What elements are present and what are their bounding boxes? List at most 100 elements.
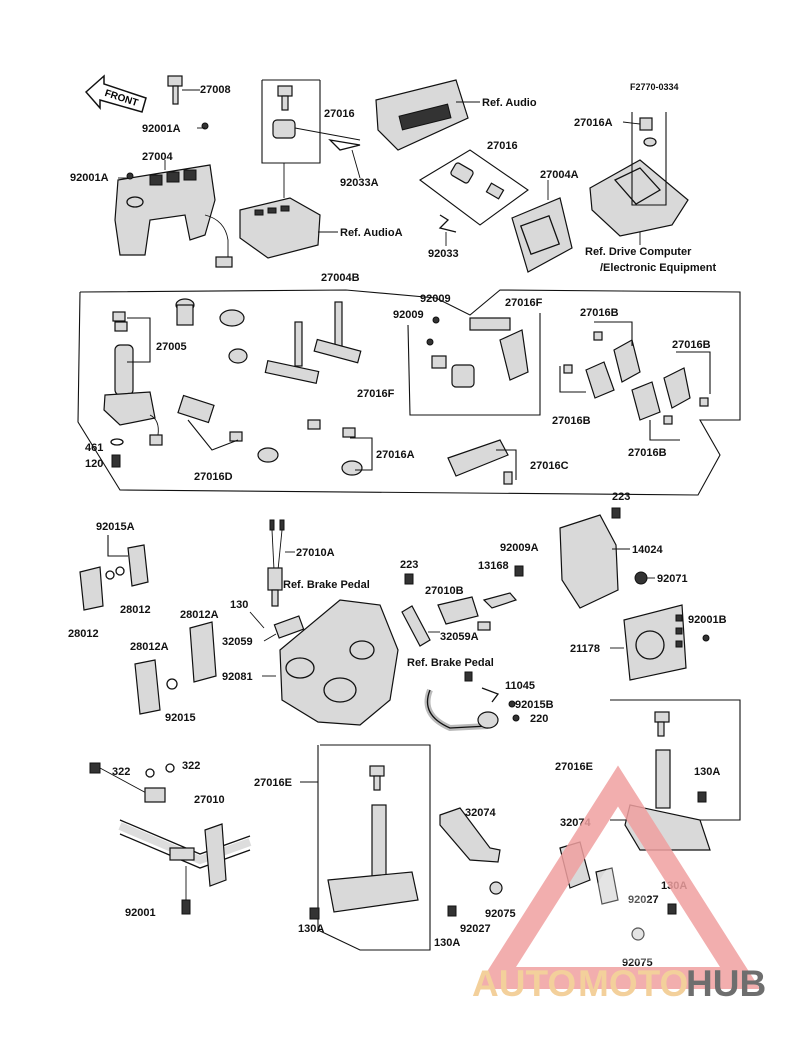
- label-27010A: 27010A: [296, 547, 335, 559]
- label-28012-1: 28012: [120, 604, 151, 616]
- label-461: 461: [85, 442, 103, 454]
- label-120: 120: [85, 458, 103, 470]
- label-92027-1: 92027: [460, 923, 491, 935]
- meter-panel-21178: [610, 604, 710, 681]
- screw-92001A: [201, 122, 209, 130]
- lock-set-27016F: [407, 313, 541, 416]
- label-27005: 27005: [156, 341, 187, 353]
- front-arrow-icon: FRONT: [84, 74, 147, 113]
- label-92075-2: 92075: [622, 957, 653, 969]
- label-ref-brake-2: Ref. Brake Pedal: [407, 657, 494, 669]
- label-27016B-4: 27016B: [628, 447, 667, 459]
- label-28012A-2: 28012A: [130, 641, 169, 653]
- label-27016F-1: 27016F: [505, 297, 543, 309]
- switch-27010-on-frame: [89, 762, 252, 915]
- label-32074-1: 32074: [465, 807, 496, 819]
- label-92001B: 92001B: [688, 614, 727, 626]
- label-ref-brake-1: Ref. Brake Pedal: [283, 579, 370, 591]
- washer-461: [110, 438, 124, 446]
- bracket-13168: [482, 565, 524, 609]
- watermark-moto: MOTO: [578, 963, 688, 1004]
- label-92027-2: 92027: [628, 894, 659, 906]
- console-drive-computer: [589, 112, 689, 245]
- switch-27016C: [447, 439, 517, 485]
- label-27016B-2: 27016B: [672, 339, 711, 351]
- label-27004: 27004: [142, 151, 173, 163]
- switch-covers-28012: [79, 535, 149, 611]
- lock-set-27016-2: [419, 149, 529, 233]
- label-92075-1: 92075: [485, 908, 516, 920]
- label-92001: 92001: [125, 907, 156, 919]
- label-27008: 27008: [200, 84, 231, 96]
- label-27016E-1: 27016E: [254, 777, 292, 789]
- label-92015B: 92015B: [515, 699, 554, 711]
- watermark-hub: HUB: [686, 963, 766, 1004]
- cover-14024: [559, 507, 655, 609]
- label-27016B-1: 27016B: [580, 307, 619, 319]
- switch-27010B: [401, 596, 491, 647]
- label-27016C: 27016C: [530, 460, 569, 472]
- bolt-223: [404, 573, 414, 585]
- switches-27016B: [559, 321, 711, 441]
- label-92001A-1: 92001A: [142, 123, 181, 135]
- watermark-logo: AUTO MOTO HUB: [472, 765, 766, 1004]
- cylinder-parts-row: [175, 298, 373, 476]
- brake-pedal-bracket: [273, 599, 399, 726]
- label-ref-drive-2: /Electronic Equipment: [600, 262, 716, 274]
- label-322-1: 322: [112, 766, 130, 778]
- label-27010B: 27010B: [425, 585, 464, 597]
- label-223-2: 223: [400, 559, 418, 571]
- label-92009-2: 92009: [393, 309, 424, 321]
- label-220: 220: [530, 713, 548, 725]
- label-130A-1: 130A: [298, 923, 324, 935]
- label-14024: 14024: [632, 544, 663, 556]
- audio-unit-A: [239, 163, 338, 259]
- label-92009-1: 92009: [420, 293, 451, 305]
- label-92009A: 92009A: [500, 542, 539, 554]
- key-27008: [167, 75, 183, 105]
- label-92015: 92015: [165, 712, 196, 724]
- bracket-32074: [439, 807, 503, 917]
- label-27016E-2: 27016E: [555, 761, 593, 773]
- label-27010: 27010: [194, 794, 225, 806]
- label-27016D: 27016D: [194, 471, 233, 483]
- screw-92001A-2: [126, 172, 134, 180]
- label-27016-2: 27016: [487, 140, 518, 152]
- label-28012A-1: 28012A: [180, 609, 219, 621]
- label-92033A: 92033A: [340, 177, 379, 189]
- label-130A-3: 130A: [694, 766, 720, 778]
- label-21178: 21178: [570, 643, 600, 655]
- brake-hose-11045: [424, 671, 520, 732]
- label-13168: 13168: [478, 560, 509, 572]
- label-92071: 92071: [657, 573, 688, 585]
- label-ref-audioA: Ref. AudioA: [340, 227, 403, 239]
- steering-lock-27016E: [300, 744, 431, 951]
- label-92015A: 92015A: [96, 521, 135, 533]
- label-ref-drive-1: Ref. Drive Computer: [585, 246, 692, 258]
- group-frame-27004B: [77, 289, 741, 496]
- label-223-1: 223: [612, 491, 630, 503]
- bolt-120: [111, 454, 121, 468]
- panel-27004A: [511, 180, 573, 273]
- label-130: 130: [230, 599, 248, 611]
- label-27016F-2: 27016F: [357, 388, 395, 400]
- label-27016-1: 27016: [324, 108, 355, 120]
- switch-27010A: [267, 519, 295, 607]
- label-27004A: 27004A: [540, 169, 579, 181]
- label-27016A-2: 27016A: [376, 449, 415, 461]
- audio-unit: [375, 79, 480, 151]
- label-32059A: 32059A: [440, 631, 479, 643]
- label-92033: 92033: [428, 248, 459, 260]
- switch-housing-27004: [114, 164, 233, 268]
- label-130A-2: 130A: [434, 937, 460, 949]
- label-28012-2: 28012: [68, 628, 99, 640]
- label-92081: 92081: [222, 671, 253, 683]
- diagram-code: F2770-0334: [630, 82, 679, 92]
- switch-covers-28012A: [134, 621, 217, 715]
- lock-set-27016: [261, 79, 361, 164]
- label-27004B: 27004B: [321, 272, 360, 284]
- label-27016A-1: 27016A: [574, 117, 613, 129]
- ignition-switch-27005: [103, 311, 163, 446]
- label-ref-audio: Ref. Audio: [482, 97, 537, 109]
